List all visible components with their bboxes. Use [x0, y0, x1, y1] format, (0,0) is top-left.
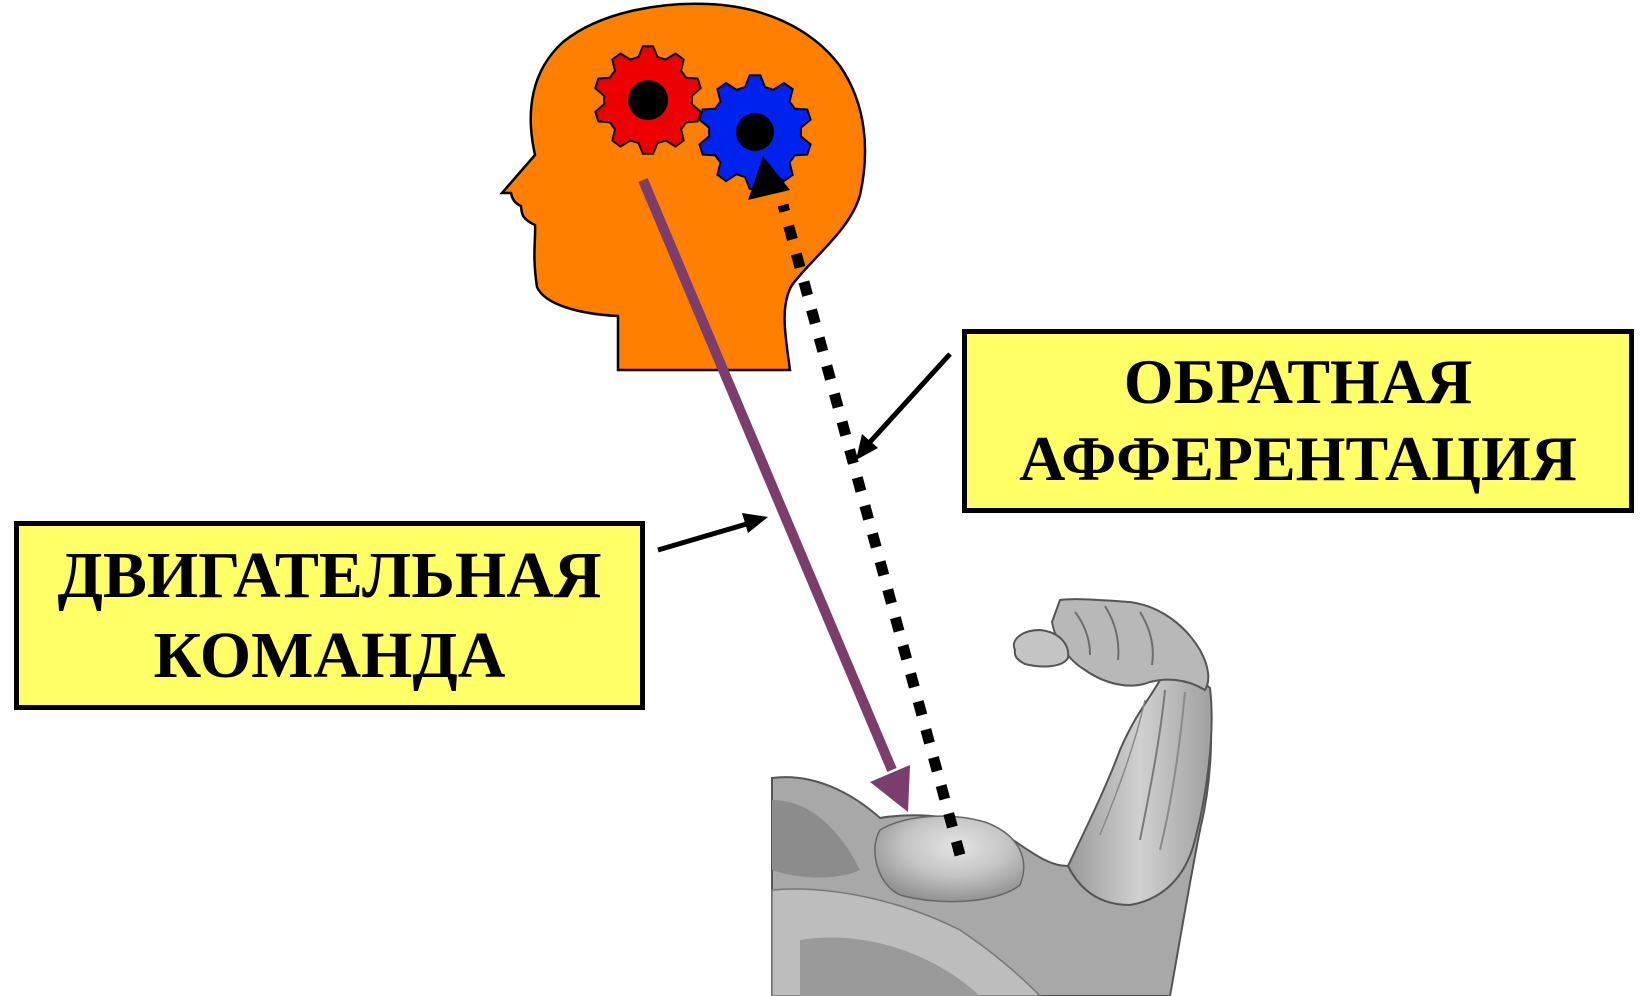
feedback-label-line-2: АФФЕРЕНТАЦИЯ — [1019, 421, 1577, 498]
motor-label-line-1: ДВИГАТЕЛЬНАЯ — [57, 536, 601, 615]
motor-label-pointer — [658, 513, 768, 550]
flexed-arm-illustration — [772, 599, 1212, 996]
feedback-label-pointer — [856, 354, 950, 460]
motor-command-label: ДВИГАТЕЛЬНАЯ КОМАНДА — [14, 521, 645, 710]
feedback-label-line-1: ОБРАТНАЯ — [1124, 344, 1473, 421]
motor-label-line-2: КОМАНДА — [154, 616, 506, 695]
feedback-afferentation-label: ОБРАТНАЯ АФФЕРЕНТАЦИЯ — [962, 329, 1634, 513]
